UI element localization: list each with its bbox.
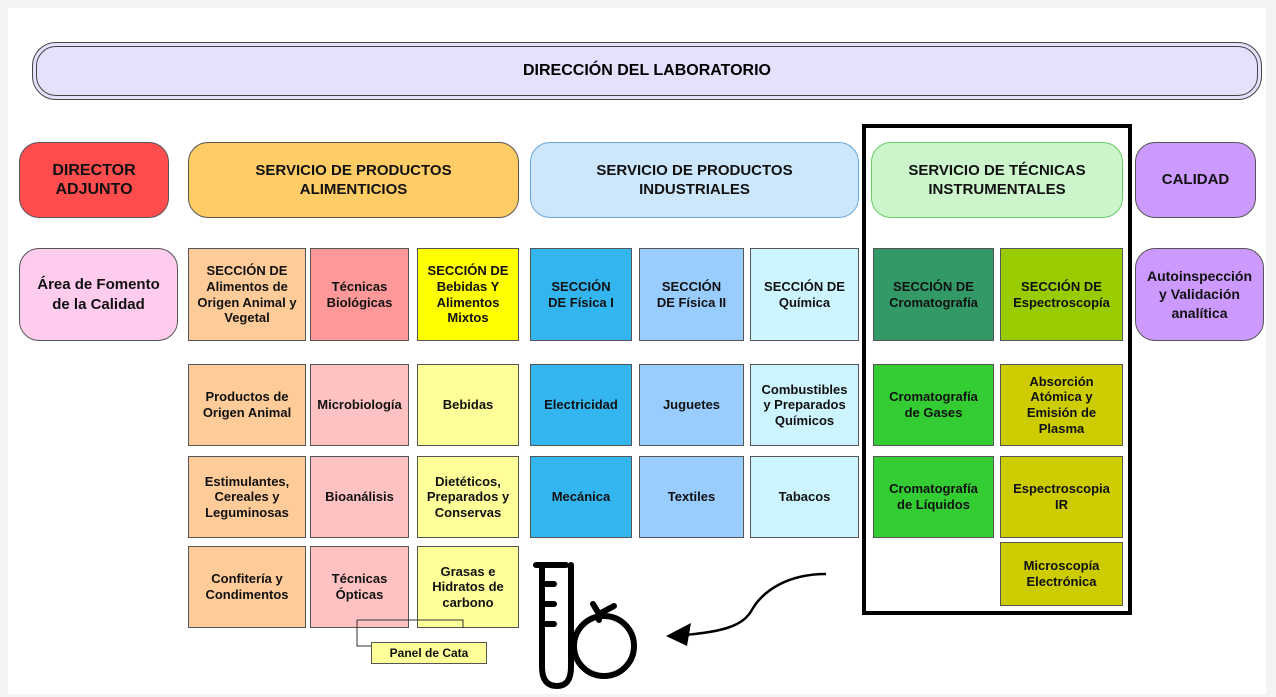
lab-direction-title: DIRECCIÓN DEL LABORATORIO [522,62,771,79]
panel-cata-connector [356,619,464,647]
org-chart-canvas: DIRECCIÓN DEL LABORATORIO DIRECTOR ADJUN… [8,8,1266,694]
seccion-origen-animal-vegetal: SECCIÓN DE Alimentos de Origen Animal y … [188,248,306,341]
absorcion-atomica: Absorción Atómica y Emisión de Plasma [1000,364,1123,446]
seccion-fisica-1: SECCIÓN DE Física I [530,248,632,341]
overlay-graphics [356,562,827,689]
microbiologia: Microbiología [310,364,409,446]
area-fomento-calidad-box: Área de Fomento de la Calidad [19,248,178,341]
seccion-bebidas-alimentos-mixtos: SECCIÓN DE Bebidas Y Alimentos Mixtos [417,248,519,341]
bebidas: Bebidas [417,364,519,446]
juguetes: Juguetes [639,364,744,446]
calidad-box: CALIDAD [1135,142,1256,218]
combustibles-preparados-quimicos: Combustibles y Preparados Químicos [750,364,859,446]
electricidad: Electricidad [530,364,632,446]
cromatografia-liquidos: Cromatografía de Líquidos [873,456,994,538]
seccion-espectroscopia: SECCIÓN DE Espectroscopía [1000,248,1123,341]
test-tube-tomato-icon [533,562,637,689]
instrumentales-highlight-frame [862,124,1132,615]
microscopia-electronica: Microscopía Electrónica [1000,542,1123,606]
seccion-fisica-2: SECCIÓN DE Física II [639,248,744,341]
arrow-head-icon [666,623,691,646]
curved-arrow-icon [673,572,827,638]
seccion-cromatografia: SECCIÓN DE Cromatografía [873,248,994,341]
confiteria-condimentos: Confitería y Condimentos [188,546,306,628]
tecnicas-opticas: Técnicas Ópticas [310,546,409,628]
cromatografia-gases: Cromatografía de Gases [873,364,994,446]
dieteticos-preparados: Dietéticos, Preparados y Conservas [417,456,519,538]
mecanica: Mecánica [530,456,632,538]
panel-de-cata: Panel de Cata [371,642,487,664]
productos-origen-animal: Productos de Origen Animal [188,364,306,446]
lab-direction-box: DIRECCIÓN DEL LABORATORIO [32,42,1262,100]
tabacos: Tabacos [750,456,859,538]
autoinspeccion-box: Autoinspección y Validación analítica [1135,248,1264,341]
servicio-alimenticios-box: SERVICIO DE PRODUCTOS ALIMENTICIOS [188,142,519,218]
estimulantes-cereales: Estimulantes, Cereales y Leguminosas [188,456,306,538]
servicio-instrumentales-box: SERVICIO DE TÉCNICAS INSTRUMENTALES [871,142,1123,218]
bioanalisis: Bioanálisis [310,456,409,538]
grasas-hidratos: Grasas e Hidratos de carbono [417,546,519,628]
espectroscopia-ir: Espectroscopia IR [1000,456,1123,538]
director-adjunto-box: DIRECTOR ADJUNTO [19,142,169,218]
tecnicas-biologicas: Técnicas Biológicas [310,248,409,341]
textiles: Textiles [639,456,744,538]
servicio-industriales-box: SERVICIO DE PRODUCTOS INDUSTRIALES [530,142,859,218]
seccion-quimica: SECCIÓN DE Química [750,248,859,341]
